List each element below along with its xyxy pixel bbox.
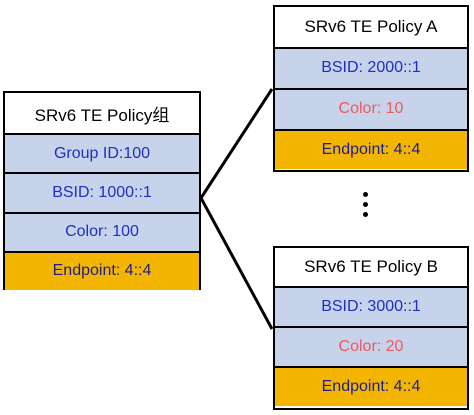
- policy-a-box: SRv6 TE Policy A BSID: 2000::1 Color: 10…: [273, 5, 469, 172]
- policy-b-title: SRv6 TE Policy B: [275, 248, 467, 286]
- policy-a-title: SRv6 TE Policy A: [275, 7, 467, 47]
- policy-group-title: SRv6 TE Policy组: [5, 93, 199, 133]
- connector-to-policy-a: [199, 88, 274, 199]
- policy-b-box: SRv6 TE Policy B BSID: 3000::1 Color: 20…: [273, 246, 469, 410]
- policy-b-endpoint-field: Endpoint: 4::4: [275, 366, 467, 406]
- policy-a-endpoint-field: Endpoint: 4::4: [275, 128, 467, 170]
- group-id-field: Group ID:100: [5, 133, 199, 173]
- group-color-field: Color: 100: [5, 211, 199, 251]
- group-bsid-field: BSID: 1000::1: [5, 172, 199, 212]
- policy-group-box: SRv6 TE Policy组 Group ID:100 BSID: 1000:…: [3, 91, 201, 290]
- connector-to-policy-b: [199, 197, 274, 330]
- policy-b-bsid-field: BSID: 3000::1: [275, 286, 467, 326]
- policy-b-color-field: Color: 20: [275, 326, 467, 366]
- ellipsis-dot: [363, 202, 368, 207]
- policy-a-bsid-field: BSID: 2000::1: [275, 47, 467, 88]
- ellipsis-dot: [363, 192, 368, 197]
- group-endpoint-field: Endpoint: 4::4: [5, 250, 199, 290]
- ellipsis-dot: [363, 212, 368, 217]
- policy-a-color-field: Color: 10: [275, 87, 467, 129]
